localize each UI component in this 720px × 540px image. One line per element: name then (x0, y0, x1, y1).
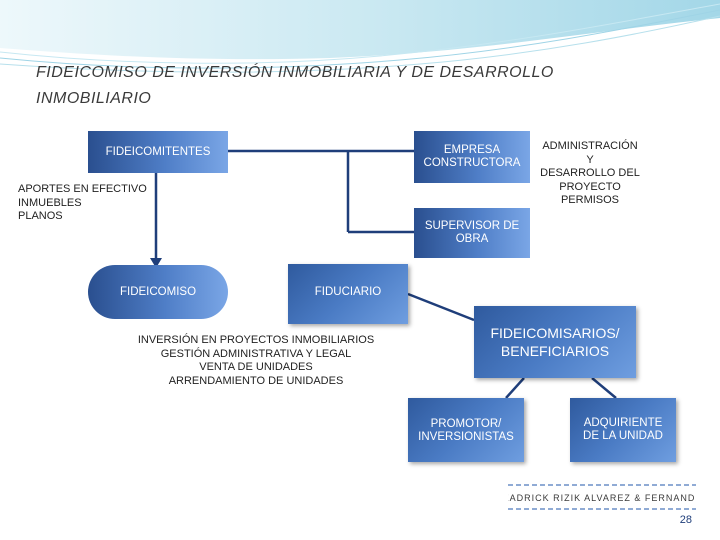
administracion-item: DESARROLLO DEL (540, 167, 640, 181)
empresa-box: EMPRESA CONSTRUCTORA (414, 131, 530, 183)
promotor-label-1: PROMOTOR/ (418, 418, 514, 431)
aportes-list: APORTES EN EFECTIVO INMUEBLES PLANOS (18, 183, 147, 224)
logo-text: HEADRICK RIZIK ALVAREZ & FERNANDEZ (508, 493, 696, 503)
inversion-list: INVERSIÓN EN PROYECTOS INMOBILIARIOS GES… (116, 334, 396, 388)
inversion-item: INVERSIÓN EN PROYECTOS INMOBILIARIOS (116, 334, 396, 348)
fideicomisarios-box: FIDEICOMISARIOS/ BENEFICIARIOS (474, 306, 636, 378)
supervisor-label-1: SUPERVISOR DE (425, 220, 519, 233)
fideicomisarios-label-1: FIDEICOMISARIOS/ (490, 324, 619, 342)
fideicomiso-label: FIDEICOMISO (120, 286, 196, 299)
fideicomisarios-label-2: BENEFICIARIOS (490, 342, 619, 360)
administracion-item: ADMINISTRACIÓN Y (540, 140, 640, 167)
fideicomitentes-box: FIDEICOMITENTES (88, 131, 228, 173)
inversion-item: ARRENDAMIENTO DE UNIDADES (116, 375, 396, 389)
company-logo: HEADRICK RIZIK ALVAREZ & FERNANDEZ (508, 483, 696, 511)
supervisor-box: SUPERVISOR DE OBRA (414, 208, 530, 258)
adquiriente-label-2: DE LA UNIDAD (583, 430, 663, 443)
supervisor-label-2: OBRA (425, 233, 519, 246)
administracion-item: PROYECTO (540, 181, 640, 195)
administracion-item: PERMISOS (540, 194, 640, 208)
fideicomiso-box: FIDEICOMISO (88, 265, 228, 319)
promotor-box: PROMOTOR/ INVERSIONISTAS (408, 398, 524, 462)
fiduciario-label: FIDUCIARIO (315, 286, 381, 299)
adquiriente-box: ADQUIRIENTE DE LA UNIDAD (570, 398, 676, 462)
aportes-item: APORTES EN EFECTIVO (18, 183, 147, 197)
aportes-item: PLANOS (18, 210, 147, 224)
inversion-item: VENTA DE UNIDADES (116, 361, 396, 375)
administracion-list: ADMINISTRACIÓN Y DESARROLLO DEL PROYECTO… (540, 140, 640, 208)
fideicomitentes-label: FIDEICOMITENTES (106, 146, 211, 159)
promotor-label-2: INVERSIONISTAS (418, 431, 514, 444)
inversion-item: GESTIÓN ADMINISTRATIVA Y LEGAL (116, 348, 396, 362)
empresa-label-2: CONSTRUCTORA (424, 157, 521, 170)
fiduciario-box: FIDUCIARIO (288, 264, 408, 324)
aportes-item: INMUEBLES (18, 197, 147, 211)
empresa-label-1: EMPRESA (424, 144, 521, 157)
adquiriente-label-1: ADQUIRIENTE (583, 417, 663, 430)
page-number: 28 (680, 514, 692, 526)
